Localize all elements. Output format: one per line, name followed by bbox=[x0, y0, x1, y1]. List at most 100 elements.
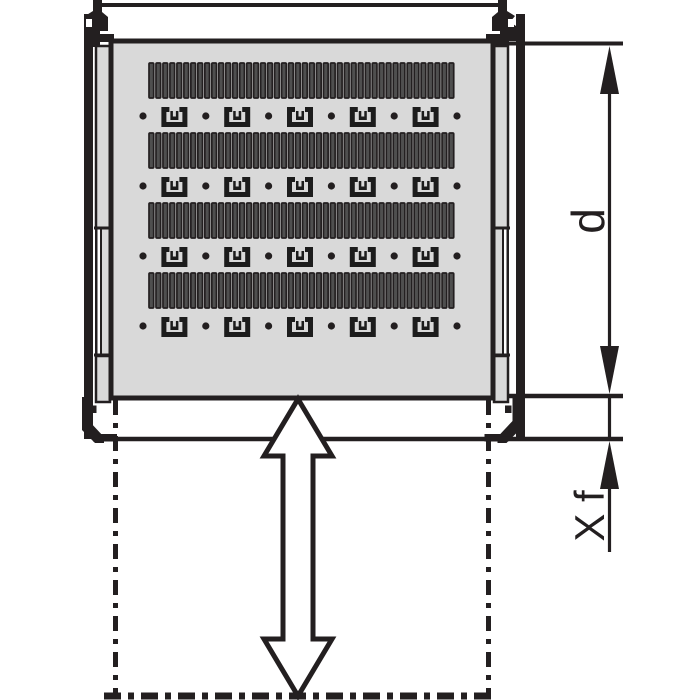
vent-slot bbox=[427, 62, 434, 99]
vent-slot bbox=[399, 272, 406, 309]
vent-slot bbox=[273, 272, 281, 309]
vent-slot bbox=[392, 132, 399, 169]
vent-slot bbox=[413, 202, 420, 239]
vent-slot bbox=[322, 272, 329, 309]
vent-slot bbox=[364, 272, 371, 309]
vent-slot bbox=[238, 202, 246, 239]
vent-slot bbox=[343, 132, 350, 169]
vent-slot bbox=[231, 132, 239, 169]
vent-slot bbox=[224, 202, 232, 239]
vent-slot bbox=[378, 202, 385, 239]
vent-slot bbox=[357, 202, 364, 239]
round-hole bbox=[265, 322, 273, 330]
corner-post-top-left bbox=[84, 0, 114, 47]
vent-slot bbox=[294, 202, 302, 239]
vent-slot bbox=[294, 272, 302, 309]
vent-slot-row bbox=[148, 202, 455, 239]
vent-slot bbox=[378, 62, 385, 99]
round-hole bbox=[390, 322, 398, 330]
round-hole bbox=[390, 182, 398, 190]
round-hole bbox=[453, 112, 461, 120]
vent-slot bbox=[371, 202, 378, 239]
vent-slot bbox=[287, 132, 295, 169]
vent-slot bbox=[448, 202, 455, 239]
vent-slot bbox=[183, 272, 190, 309]
vent-slot bbox=[308, 132, 316, 169]
vent-slot bbox=[217, 132, 225, 169]
frame-left-wall bbox=[84, 14, 93, 439]
vent-slot bbox=[183, 202, 190, 239]
vent-slot bbox=[357, 62, 364, 99]
vent-slot bbox=[210, 202, 218, 239]
round-hole bbox=[453, 182, 461, 190]
vent-slot bbox=[301, 62, 309, 99]
vent-slot bbox=[183, 132, 190, 169]
vent-slot bbox=[357, 272, 364, 309]
vent-slot bbox=[162, 202, 169, 239]
vent-slot bbox=[406, 132, 413, 169]
vent-slot bbox=[162, 132, 169, 169]
vent-slot bbox=[406, 62, 413, 99]
vent-slot bbox=[280, 62, 288, 99]
vent-slot bbox=[441, 132, 448, 169]
clip-rows bbox=[139, 107, 461, 337]
vent-slot bbox=[148, 132, 155, 169]
round-hole bbox=[202, 252, 210, 260]
vent-slot bbox=[441, 272, 448, 309]
vent-slot bbox=[301, 202, 309, 239]
vent-slot bbox=[385, 62, 392, 99]
vent-slot bbox=[266, 202, 274, 239]
vent-slot bbox=[336, 62, 343, 99]
vent-slot bbox=[238, 132, 246, 169]
vent-slot bbox=[378, 132, 385, 169]
vent-slot bbox=[392, 202, 399, 239]
vent-slot bbox=[266, 62, 274, 99]
vent-slot bbox=[308, 272, 316, 309]
slide-arrow-icon bbox=[259, 394, 337, 700]
vent-slot bbox=[308, 62, 316, 99]
round-hole bbox=[139, 322, 147, 330]
vent-slot bbox=[169, 202, 176, 239]
vent-slot bbox=[245, 272, 253, 309]
vent-slot bbox=[322, 62, 329, 99]
vent-slot bbox=[217, 62, 225, 99]
vent-slot bbox=[343, 272, 350, 309]
vent-slot bbox=[420, 132, 427, 169]
dim-d-arrow-up-icon bbox=[600, 46, 619, 94]
vent-slot bbox=[336, 272, 343, 309]
round-hole bbox=[327, 182, 335, 190]
vent-slot bbox=[385, 202, 392, 239]
vent-slot bbox=[273, 62, 281, 99]
vent-slot-rows bbox=[148, 62, 455, 309]
round-hole bbox=[265, 182, 273, 190]
vent-slot bbox=[378, 272, 385, 309]
vent-slot bbox=[294, 132, 302, 169]
slide-rail-left bbox=[94, 44, 112, 404]
vent-slot bbox=[252, 62, 260, 99]
vent-slot bbox=[155, 202, 162, 239]
vent-slot bbox=[245, 62, 253, 99]
vent-slot bbox=[301, 272, 309, 309]
vent-slot bbox=[315, 132, 323, 169]
vent-slot bbox=[231, 202, 239, 239]
vent-slot bbox=[308, 202, 316, 239]
vent-slot bbox=[434, 62, 441, 99]
vent-slot bbox=[413, 132, 420, 169]
vent-slot bbox=[357, 132, 364, 169]
vent-slot bbox=[176, 132, 183, 169]
vent-slot bbox=[252, 132, 260, 169]
vent-slot bbox=[392, 62, 399, 99]
dim-xf-arrow-up-icon bbox=[600, 441, 619, 489]
vent-slot bbox=[245, 132, 253, 169]
vent-slot bbox=[203, 62, 211, 99]
vent-slot bbox=[448, 132, 455, 169]
vent-slot bbox=[287, 62, 295, 99]
vent-slot bbox=[385, 132, 392, 169]
frame-right-wall bbox=[516, 14, 525, 439]
vent-slot bbox=[148, 272, 155, 309]
vent-slot bbox=[238, 272, 246, 309]
frame-front-rail bbox=[94, 3, 506, 7]
clip-row bbox=[139, 177, 461, 197]
vent-slot bbox=[315, 62, 323, 99]
